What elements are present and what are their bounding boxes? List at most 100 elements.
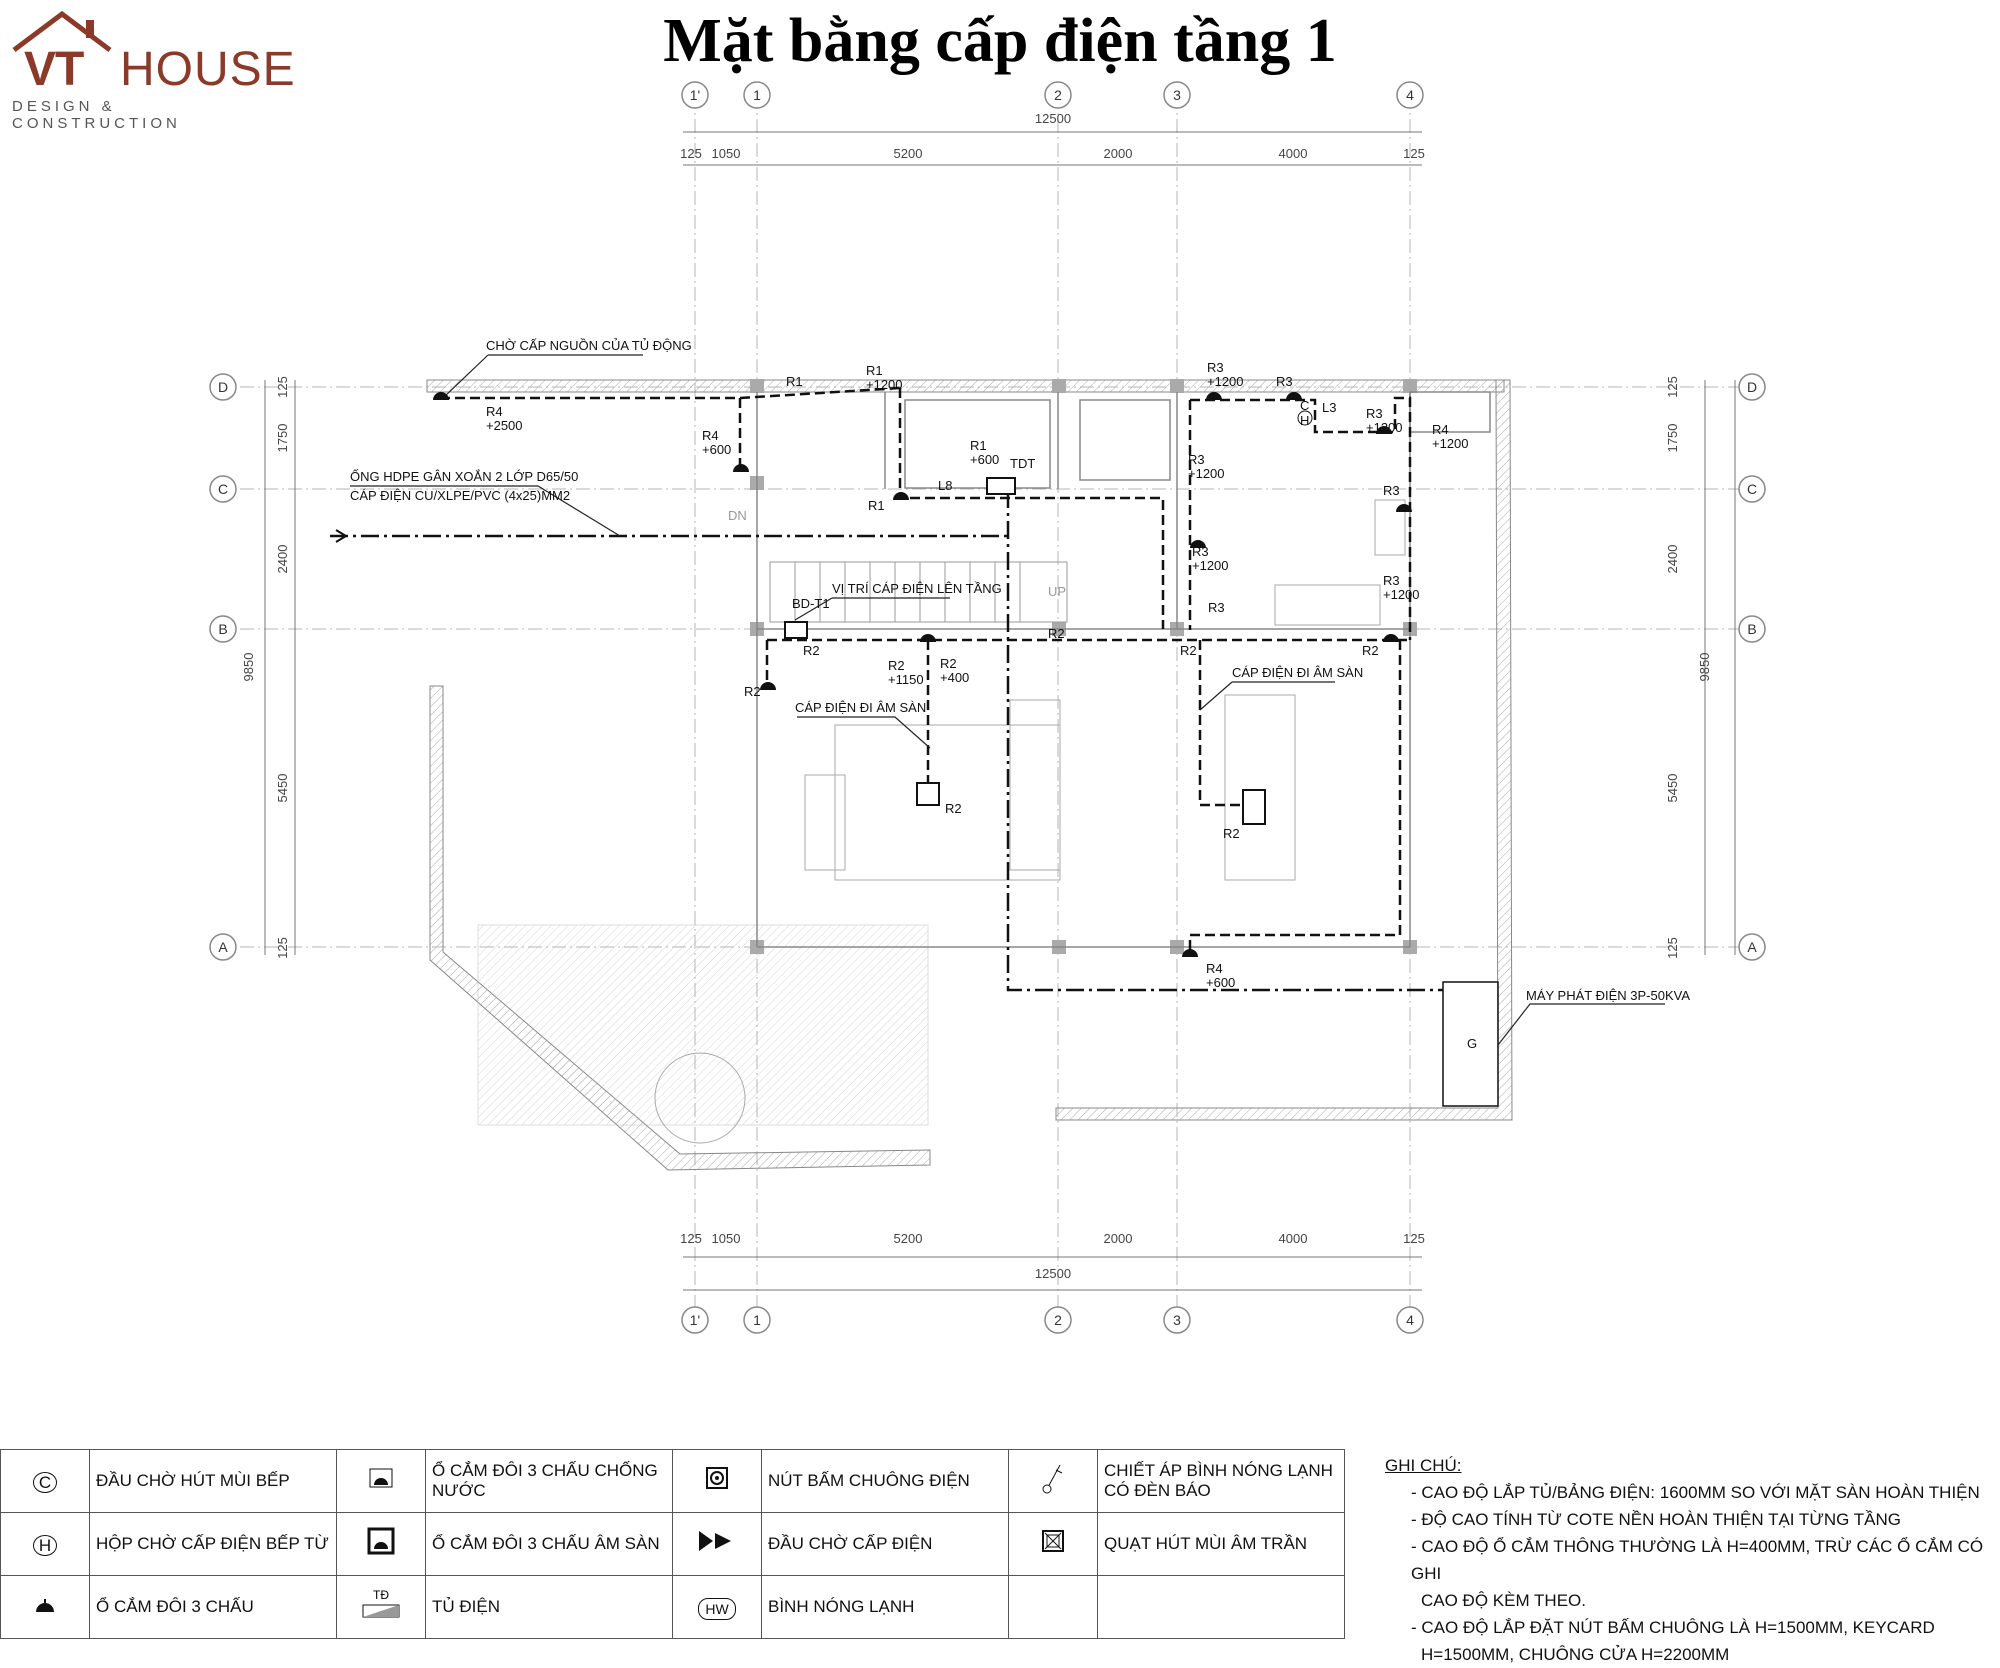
label-dn: DN — [728, 508, 747, 523]
note-may-phat: MÁY PHÁT ĐIỆN 3P-50KVA — [1526, 988, 1690, 1003]
axis-row-right-c: C — [1747, 481, 1757, 497]
circuit-height: +1150 — [888, 672, 924, 687]
logo-name: HOUSE — [120, 43, 296, 96]
label-bd: BD-T1 — [792, 596, 830, 611]
legend-label-floor-socket: Ổ CẮM ĐÔI 3 CHẤU ÂM SÀN — [425, 1512, 673, 1576]
axis-col-top-1p: 1' — [690, 87, 700, 103]
axis-grid-lines — [240, 95, 1770, 1325]
circuit-label: R2 — [1362, 643, 1379, 658]
legend-label-water-heater: BÌNH NÓNG LẠNH — [761, 1575, 1009, 1639]
circuit-label: R3 — [1383, 483, 1400, 498]
note-cho-cap-nguon: CHỜ CẤP NGUỒN CỦA TỦ ĐỘNG — [486, 338, 692, 353]
circuit-label: R2 — [744, 684, 761, 699]
dim-bottom-0: 125 — [680, 1231, 702, 1246]
label-hood: C — [1300, 398, 1309, 413]
dim-bottom-4: 4000 — [1279, 1231, 1308, 1246]
circuit-height: +1200 — [1366, 420, 1403, 435]
dim-top-total: 12500 — [1035, 111, 1071, 126]
axis-row-right-d: D — [1747, 379, 1757, 395]
legend-row-3: Ổ CẮM ĐÔI 3 CHẤU TĐ TỦ ĐIỆN HW BÌNH NÓNG… — [0, 1575, 1345, 1639]
building-walls — [426, 379, 1513, 1171]
circuit-label: R3 — [1208, 600, 1225, 615]
circuit-label: R4 — [1432, 422, 1449, 437]
legend-label-socket: Ổ CẮM ĐÔI 3 CHẤU — [89, 1575, 337, 1639]
dim-left-total: 9850 — [241, 653, 256, 682]
axis-row-left-b: B — [218, 621, 227, 637]
circuit-label: R3 — [1192, 544, 1209, 559]
legend-label-panel: TỦ ĐIỆN — [425, 1575, 673, 1639]
axis-row-left-a: A — [218, 939, 228, 955]
dim-left-0: 125 — [275, 376, 290, 398]
axis-col-top-1: 1 — [753, 87, 761, 103]
circuit-height: +1200 — [1383, 587, 1420, 602]
house-roof-icon — [12, 10, 112, 52]
axis-col-top-3: 3 — [1173, 87, 1181, 103]
dim-left-4: 125 — [275, 937, 290, 959]
axis-col-top-4: 4 — [1406, 87, 1414, 103]
note-am-san-2: CÁP ĐIỆN ĐI ÂM SÀN — [1232, 665, 1363, 680]
waterproof-socket-icon — [336, 1449, 426, 1513]
dim-bottom-1: 1050 — [712, 1231, 741, 1246]
dim-top-3: 2000 — [1104, 146, 1133, 161]
note-item-2: - ĐỘ CAO TÍNH TỪ COTE NỀN HOÀN THIỆN TẠI… — [1411, 1510, 1901, 1529]
circuit-label: R3 — [1383, 573, 1400, 588]
panel-icon: TĐ — [336, 1575, 426, 1639]
axis-col-bottom-3: 3 — [1173, 1312, 1181, 1328]
circuit-label: R1 — [866, 363, 883, 378]
power-point-icon — [672, 1512, 762, 1576]
circuit-label: R2 — [1048, 626, 1065, 641]
notes-heading: GHI CHÚ: — [1385, 1456, 1462, 1475]
electrical-floor-plan: 1' 1 2 3 4 1' 1 2 3 4 D C B A D C B A 12… — [209, 81, 1770, 1334]
note-cap-dien: CÁP ĐIỆN CU/XLPE/PVC (4x25)MM2 — [350, 488, 570, 503]
water-heater-icon: HW — [672, 1575, 762, 1639]
dim-left-2: 2400 — [275, 545, 290, 574]
label-l3: L3 — [1322, 400, 1336, 415]
logo-mark: VT — [24, 43, 84, 96]
circuit-height: +1200 — [866, 377, 903, 392]
axis-row-right-a: A — [1747, 939, 1757, 955]
circuit-height: +400 — [940, 670, 969, 685]
note-item-1: - CAO ĐỘ LẮP TỦ/BẢNG ĐIỆN: 1600MM SO VỚI… — [1411, 1483, 1980, 1502]
floor-socket-icon — [336, 1512, 426, 1576]
circuit-label: R3 — [1366, 406, 1383, 421]
dim-right-4: 125 — [1665, 937, 1680, 959]
axis-col-bottom-1: 1 — [753, 1312, 761, 1328]
dim-top-5: 125 — [1403, 146, 1425, 161]
dim-top-2: 5200 — [894, 146, 923, 161]
logo-tagline: DESIGN & CONSTRUCTION — [12, 98, 181, 132]
circuit-label: R4 — [1206, 961, 1223, 976]
note-ong-hdpe: ỐNG HDPE GÂN XOẮN 2 LỚP D65/50 — [350, 469, 578, 484]
doorbell-button-icon — [672, 1449, 762, 1513]
legend-label-power-point: ĐẦU CHỜ CẤP ĐIỆN — [761, 1512, 1009, 1576]
circuit-height: +1200 — [1207, 374, 1244, 389]
legend-row-1: C ĐẦU CHỜ HÚT MÙI BẾP Ổ CẮM ĐÔI 3 CHẤU C… — [0, 1449, 1345, 1513]
circuit-height: +600 — [702, 442, 731, 457]
legend-label-cooktop: HỘP CHỜ CẤP ĐIỆN BẾP TỪ — [89, 1512, 337, 1576]
general-notes: GHI CHÚ: - CAO ĐỘ LẮP TỦ/BẢNG ĐIỆN: 1600… — [1385, 1452, 1995, 1668]
legend-row-2: H HỘP CHỜ CẤP ĐIỆN BẾP TỪ Ổ CẮM ĐÔI 3 CH… — [0, 1512, 1345, 1576]
circuit-label: R1 — [970, 438, 987, 453]
legend-label-doorbell: NÚT BẤM CHUÔNG ĐIỆN — [761, 1449, 1009, 1513]
note-item-3: - CAO ĐỘ Ổ CẮM THÔNG THƯỜNG LÀ H=400MM, … — [1411, 1537, 1984, 1583]
circuit-label: R2 — [940, 656, 957, 671]
legend-empty-label — [1097, 1575, 1345, 1639]
circuit-label: R2 — [945, 801, 962, 816]
label-generator: G — [1467, 1036, 1477, 1051]
ceiling-fan-icon — [1008, 1512, 1098, 1576]
socket-icon — [0, 1575, 90, 1639]
circuit-label: R2 — [1180, 643, 1197, 658]
circuit-label: R2 — [888, 658, 905, 673]
circuit-height: +2500 — [486, 418, 523, 433]
circuit-height: +600 — [970, 452, 999, 467]
circuit-label: R3 — [1276, 374, 1293, 389]
dim-right-1: 1750 — [1665, 424, 1680, 453]
note-am-san-1: CÁP ĐIỆN ĐI ÂM SÀN — [795, 700, 926, 715]
axis-bubbles — [209, 81, 1766, 1334]
legend-empty-symbol — [1008, 1575, 1098, 1639]
axis-row-left-c: C — [218, 481, 228, 497]
dim-right-2: 2400 — [1665, 545, 1680, 574]
axis-col-top-2: 2 — [1054, 87, 1062, 103]
hood-point-icon: C — [0, 1449, 90, 1513]
legend-label-ceiling-fan: QUẠT HÚT MÙI ÂM TRẦN — [1097, 1512, 1345, 1576]
label-tdt: TDT — [1010, 456, 1035, 471]
